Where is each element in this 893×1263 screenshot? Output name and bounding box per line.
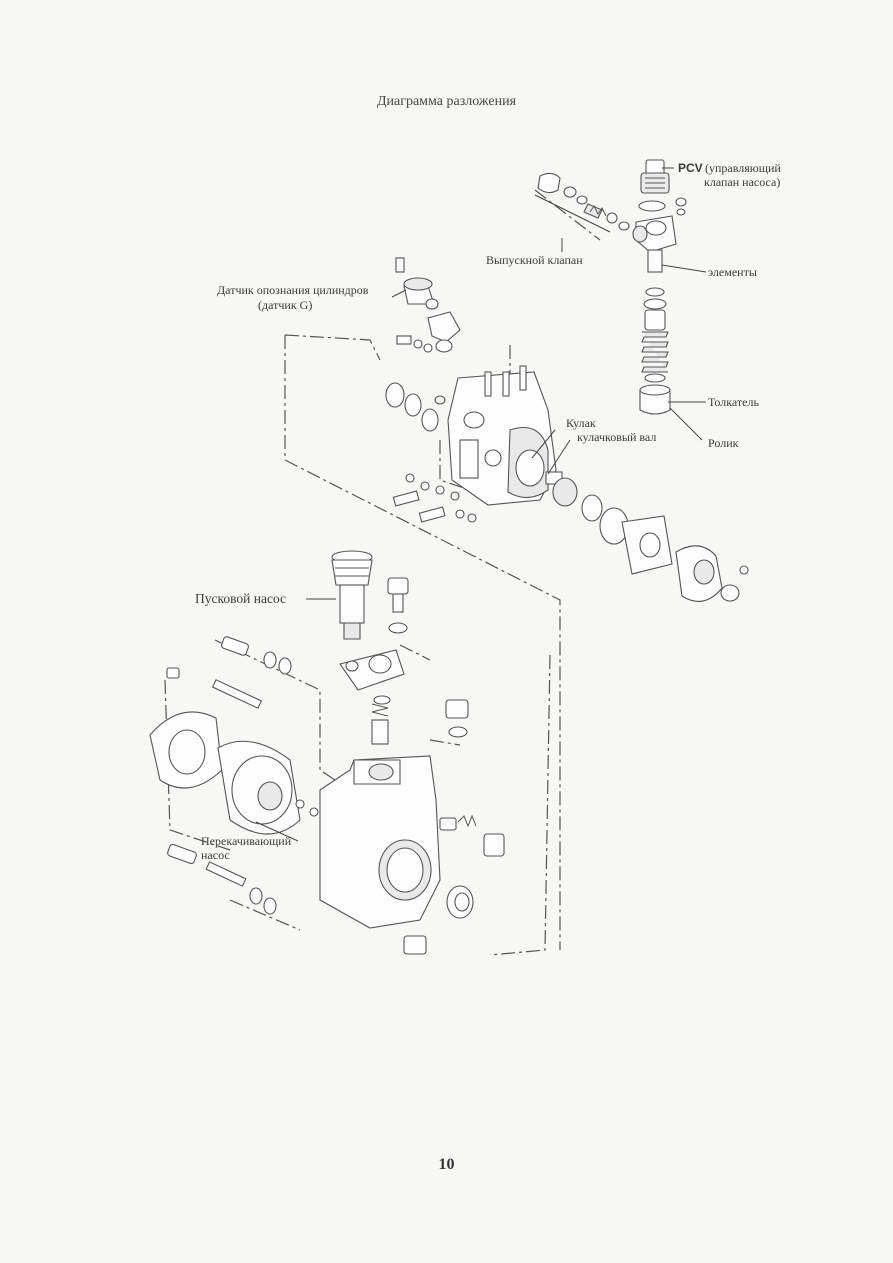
pump-housing-lower <box>149 636 505 955</box>
camshaft-parts <box>552 477 749 602</box>
tappet-label: Толкатель <box>708 395 759 409</box>
roller-label: Ролик <box>708 436 739 450</box>
pcv-valve-part <box>618 159 687 253</box>
pcv-label-line2: клапан насоса) <box>704 175 780 189</box>
feed-pump-label-line1: Перекачивающий <box>201 834 292 848</box>
feed-pump-label-line2: насос <box>201 848 230 862</box>
element-parts <box>639 249 671 415</box>
leader-lines <box>255 167 707 842</box>
cam-label: Кулак <box>566 416 596 430</box>
pump-body-upper <box>385 335 563 523</box>
cylinder-sensor-part <box>395 257 461 353</box>
page-number: 10 <box>438 1156 455 1173</box>
cylinder-sensor-label-line2: (датчик G) <box>258 298 312 312</box>
pcv-abbr-label: PCV <box>678 161 703 175</box>
elements-label: элементы <box>708 265 757 279</box>
delivery-valve-parts <box>534 172 618 233</box>
delivery-valve-label: Выпускной клапан <box>486 253 583 267</box>
priming-pump-part <box>331 550 409 691</box>
page-title: Диаграмма разложения <box>376 94 517 109</box>
priming-pump-label: Пусковой насос <box>195 591 286 606</box>
cylinder-sensor-label-line1: Датчик опознания цилиндров <box>217 283 369 297</box>
pcv-label-line1: (управляющий <box>705 161 781 175</box>
camshaft-label: кулачковый вал <box>577 430 656 444</box>
